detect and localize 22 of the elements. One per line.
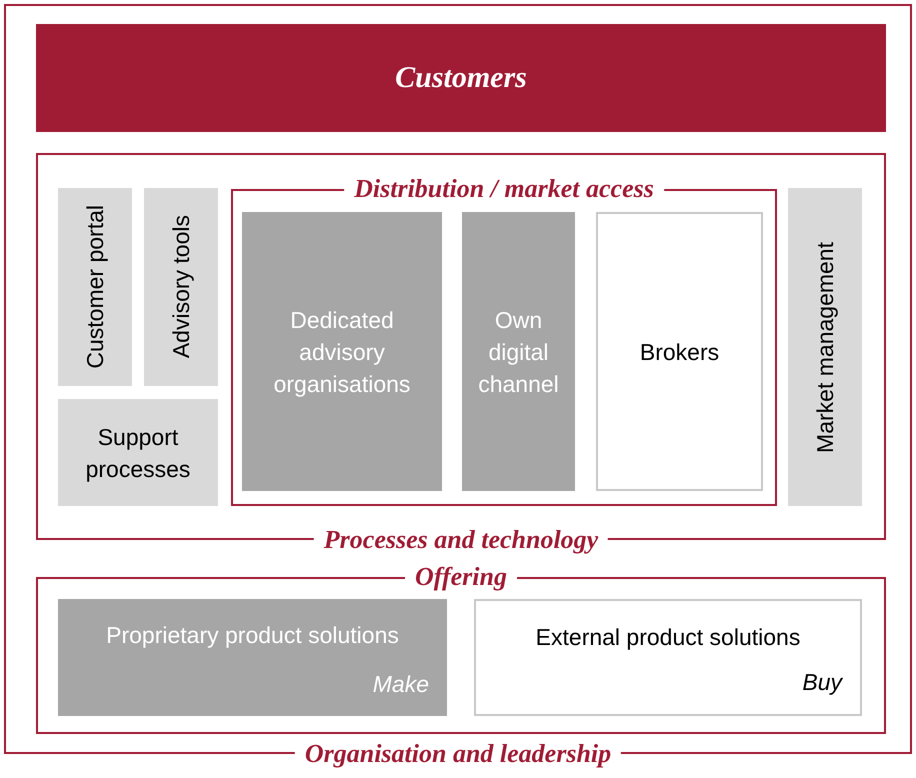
category-box xyxy=(58,188,132,386)
category-box xyxy=(58,599,447,716)
category-box xyxy=(58,399,218,506)
box-label: Market management xyxy=(811,242,839,452)
box-label: Dedicated advisory organisations xyxy=(272,306,412,399)
box-label: Customer portal xyxy=(81,205,109,369)
category-box xyxy=(242,212,442,491)
category-box xyxy=(788,188,862,506)
box-label: Proprietary product solutions xyxy=(106,621,399,650)
category-box xyxy=(596,212,763,491)
category-box xyxy=(144,188,218,386)
box-label: Brokers xyxy=(640,338,720,366)
box-note: Buy xyxy=(802,668,842,697)
box-label: Advisory tools xyxy=(167,215,195,359)
category-box xyxy=(462,212,575,491)
box-label: Own digital channel xyxy=(478,306,559,398)
category-box xyxy=(474,599,862,716)
box-label: Customers xyxy=(395,62,527,94)
box-label: External product solutions xyxy=(536,623,800,652)
banner-box xyxy=(36,24,886,132)
box-label: Support processes xyxy=(84,422,192,484)
box-note: Make xyxy=(372,670,429,699)
